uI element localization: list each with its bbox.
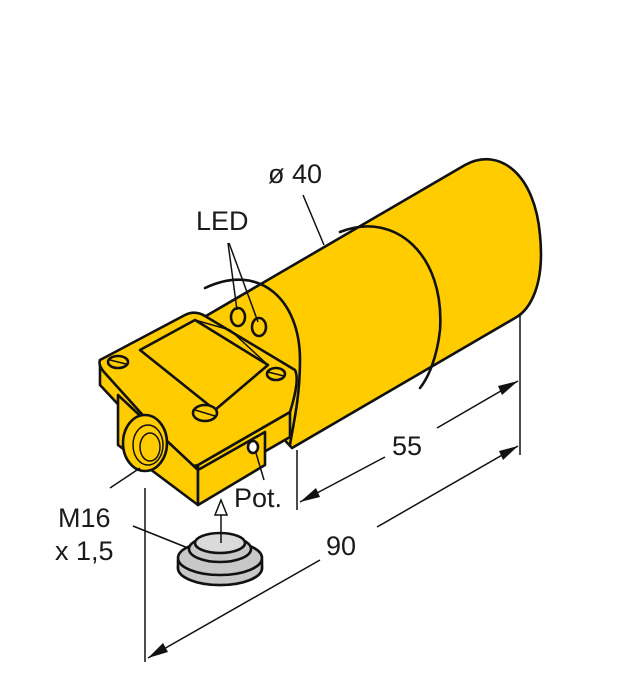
sealing-cap [176, 497, 264, 587]
dimension-90-label: 90 [326, 531, 356, 561]
diameter-label: ø 40 [268, 159, 322, 189]
cable-entry-thread [121, 413, 169, 473]
led-label: LED [196, 206, 249, 236]
dimension-lines [144, 315, 521, 662]
thread-label-line1: M16 [58, 503, 111, 533]
potentiometer-label: Pot. [234, 483, 282, 513]
dimension-55-label: 55 [392, 431, 422, 461]
led-indicators [229, 306, 268, 338]
terminal-head [98, 311, 298, 507]
leader-lines [109, 194, 325, 549]
thread-label-line2: x 1,5 [55, 536, 114, 566]
